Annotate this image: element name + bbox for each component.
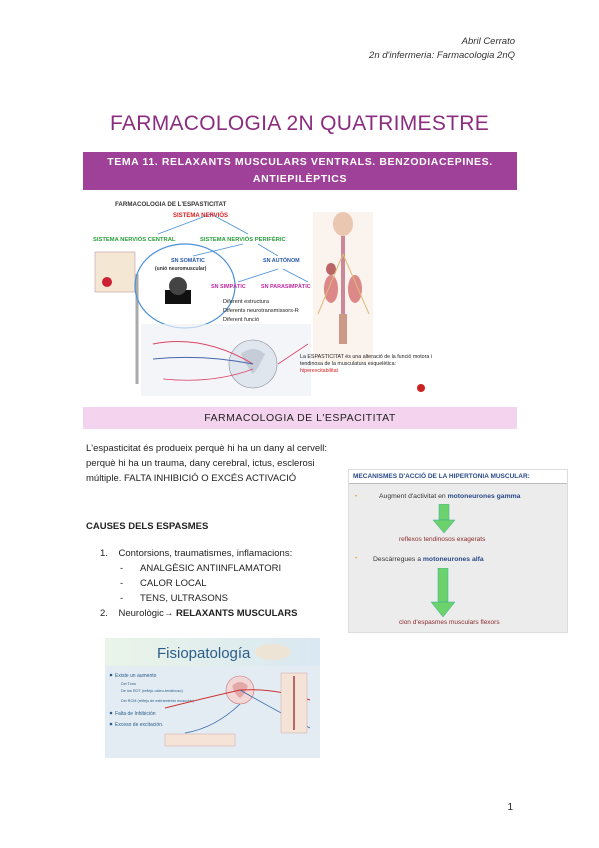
topic-banner-line2: ANTIEPILÈPTICS [252,173,348,185]
fig1-diff1: Diferent estructura [223,299,270,305]
fig2-bullet2-bold: motoneurones alfa [422,556,484,563]
causes-item-1: 1. Contorsions, traumatismes, inflamacio… [100,546,297,561]
causes-item-1-number: 1. [100,548,108,559]
fisiopatologia-figure: Fisiopatología Existe un aumento Del Ton… [105,638,320,758]
fig1-snc: SISTEMA NERVIÓS CENTRAL [93,235,176,243]
fig2-result1: reflexos tendinosos exagerats [399,536,486,543]
fig1-title: FARMACOLOGIA DE L'ESPASTICITAT [115,201,226,208]
causes-heading: CAUSES DELS ESPASMES [86,521,209,532]
header-course: 2n d'infermeria: Farmacologia 2nQ [369,50,515,61]
causes-item-1-text: Contorsions, traumatismes, inflamacions: [118,548,293,559]
brain-lesion-marker [102,277,112,287]
fig3-b1b: De los ROT (reflejo osteo-tendinoso) [121,689,183,693]
topic-banner-line1: TEMA 11. RELAXANTS MUSCULARS VENTRALS. B… [107,156,493,168]
section-banner: FARMACOLOGIA DE L'ESPACITITAT [83,407,517,429]
fig1-diff3: Diferent funció [223,317,259,323]
fig2-bullet2-marker: • [355,555,358,562]
intro-paragraph: L'espasticitat és produeix perquè hi ha … [86,443,328,484]
causes-item-2: 2. Neurològic→ RELAXANTS MUSCULARS [100,606,297,621]
fig1-simpatic: SN SIMPÀTIC [211,283,246,290]
causes-subitem-text: ANALGÈSIC ANTIINFLAMATORI [140,563,282,574]
fig1-somatic: SN SOMÀTIC [171,257,205,264]
fig3-b1c: Del RCM (reflejo de estiramiento muscula… [121,699,195,703]
spinal-reflex-illustration [164,644,311,747]
fig1-logo [417,384,425,392]
brain-thumbnail [94,251,136,293]
fig1-somatic-sub: (unió neuromuscular) [155,266,207,272]
hypertonia-mechanisms-figure: MECANISMES D'ACCIÓ DE LA HIPERTONIA MUSC… [348,469,568,633]
muscle-junction-image [165,290,191,304]
fig1-diff2: Diferents neurotransmissors-R [223,308,299,314]
fig2-bullet1-bold: motoneurones gamma [447,493,521,500]
causes-subitem-text: CALOR LOCAL [140,578,207,589]
causes-item-2-number: 2. [100,608,108,619]
right-arrow-icon: → [163,608,174,619]
causes-list: 1. Contorsions, traumatismes, inflamacio… [100,546,297,621]
fig2-bullet1-pre: Augment d'activitat en [379,493,448,500]
fig3-b3: Exceso de excitación. [115,722,163,728]
fig2-bullet2-pre: Descàrregues a [373,556,423,563]
fig2-bullet1: Augment d'activitat en motoneurones gamm… [379,493,520,500]
fig1-caption-highlight: hiperexcitabilitat [300,368,338,374]
topic-banner: TEMA 11. RELAXANTS MUSCULARS VENTRALS. B… [83,152,517,190]
fig3-b2: Falta de Inhibición [115,711,156,717]
page-number: 1 [507,802,513,813]
fig1-caption-text: La ESPASTICITAT és una alteració de la f… [300,354,432,367]
causes-item-2-text: Neurològic [118,608,164,619]
fig1-parasimpatic: SN PARASIMPÀTIC [261,283,311,290]
causes-item-2-bold: RELAXANTS MUSCULARS [173,608,298,619]
spinal-cord-illustration [141,324,311,396]
down-arrow-icon [430,568,456,618]
fig1-snp: SISTEMA NERVIÓS PERIFÈRIC [200,235,286,243]
spasticity-diagram: FARMACOLOGIA DE L'ESPASTICITAT SISTEMA N… [93,194,511,399]
fig3-title: Fisiopatología [157,645,251,662]
nervous-system-body-image [313,212,373,362]
fig3-b1: Existe un aumento [115,673,157,679]
fig2-result2: clon d'espasmes musculars flexors [399,619,500,626]
fig1-caption: La ESPASTICITAT és una alteració de la f… [300,354,432,375]
neuron-image [169,277,187,295]
causes-subitem: -ANALGÈSIC ANTIINFLAMATORI [120,563,282,574]
fig2-bullet1-marker: • [355,493,358,500]
causes-subitem-text: TENS, ULTRASONS [140,593,228,604]
fig2-title: MECANISMES D'ACCIÓ DE LA HIPERTONIA MUSC… [349,470,567,484]
header-author: Abril Cerrato [461,36,515,47]
fig1-autonom: SN AUTÒNOM [263,256,300,264]
causes-subitem: -TENS, ULTRASONS [120,593,228,604]
page-title: FARMACOLOGIA 2N QUATRIMESTRE [109,112,490,135]
fig3-b1a: Del Tono [121,682,136,686]
down-arrow-icon [432,504,456,534]
causes-subitem: -CALOR LOCAL [120,578,207,589]
fig1-sistema-nervios: SISTEMA NERVIÓS [173,211,228,219]
fig2-bullet2: Descàrregues a motoneurones alfa [373,556,484,563]
